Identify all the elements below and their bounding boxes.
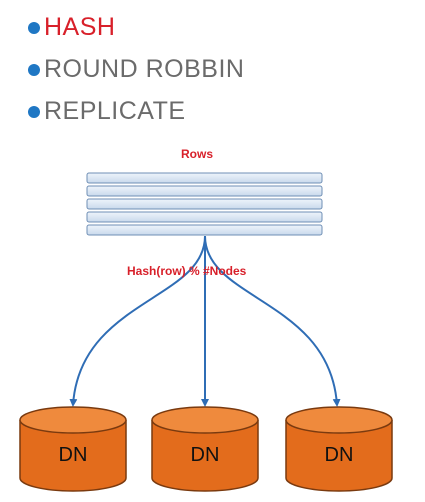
table-row — [86, 185, 323, 197]
distribution-method-list: HASH ROUND ROBBIN REPLICATE — [28, 6, 244, 132]
arrow-to-node-3 — [204, 235, 341, 407]
bullet-label-round-robin: ROUND ROBBIN — [44, 54, 245, 83]
data-node-1: DN — [19, 406, 127, 492]
distribution-arrows — [69, 235, 341, 407]
table-row — [86, 224, 323, 236]
bullet-label-hash: HASH — [44, 12, 116, 41]
hash-formula-label: Hash(row) % #Nodes — [127, 264, 247, 278]
bullet-replicate: REPLICATE — [28, 90, 244, 132]
dn-label-3: DN — [325, 444, 354, 466]
bullet-hash: HASH — [28, 6, 244, 48]
bullet-label-replicate: REPLICATE — [44, 96, 186, 125]
table-row — [86, 211, 323, 223]
bullet-dot-icon — [28, 106, 40, 118]
bullet-round-robin: ROUND ROBBIN — [28, 48, 244, 90]
arrow-to-node-1 — [69, 235, 206, 407]
dn-label-1: DN — [59, 444, 88, 466]
data-node-3: DN — [285, 406, 393, 492]
table-row — [86, 172, 323, 184]
table-row — [86, 198, 323, 210]
data-node-2: DN — [151, 406, 259, 492]
bullet-dot-icon — [28, 22, 40, 34]
bullet-dot-icon — [28, 64, 40, 76]
dn-label-2: DN — [191, 444, 220, 466]
row-stack — [86, 172, 323, 236]
rows-label: Rows — [181, 147, 214, 161]
